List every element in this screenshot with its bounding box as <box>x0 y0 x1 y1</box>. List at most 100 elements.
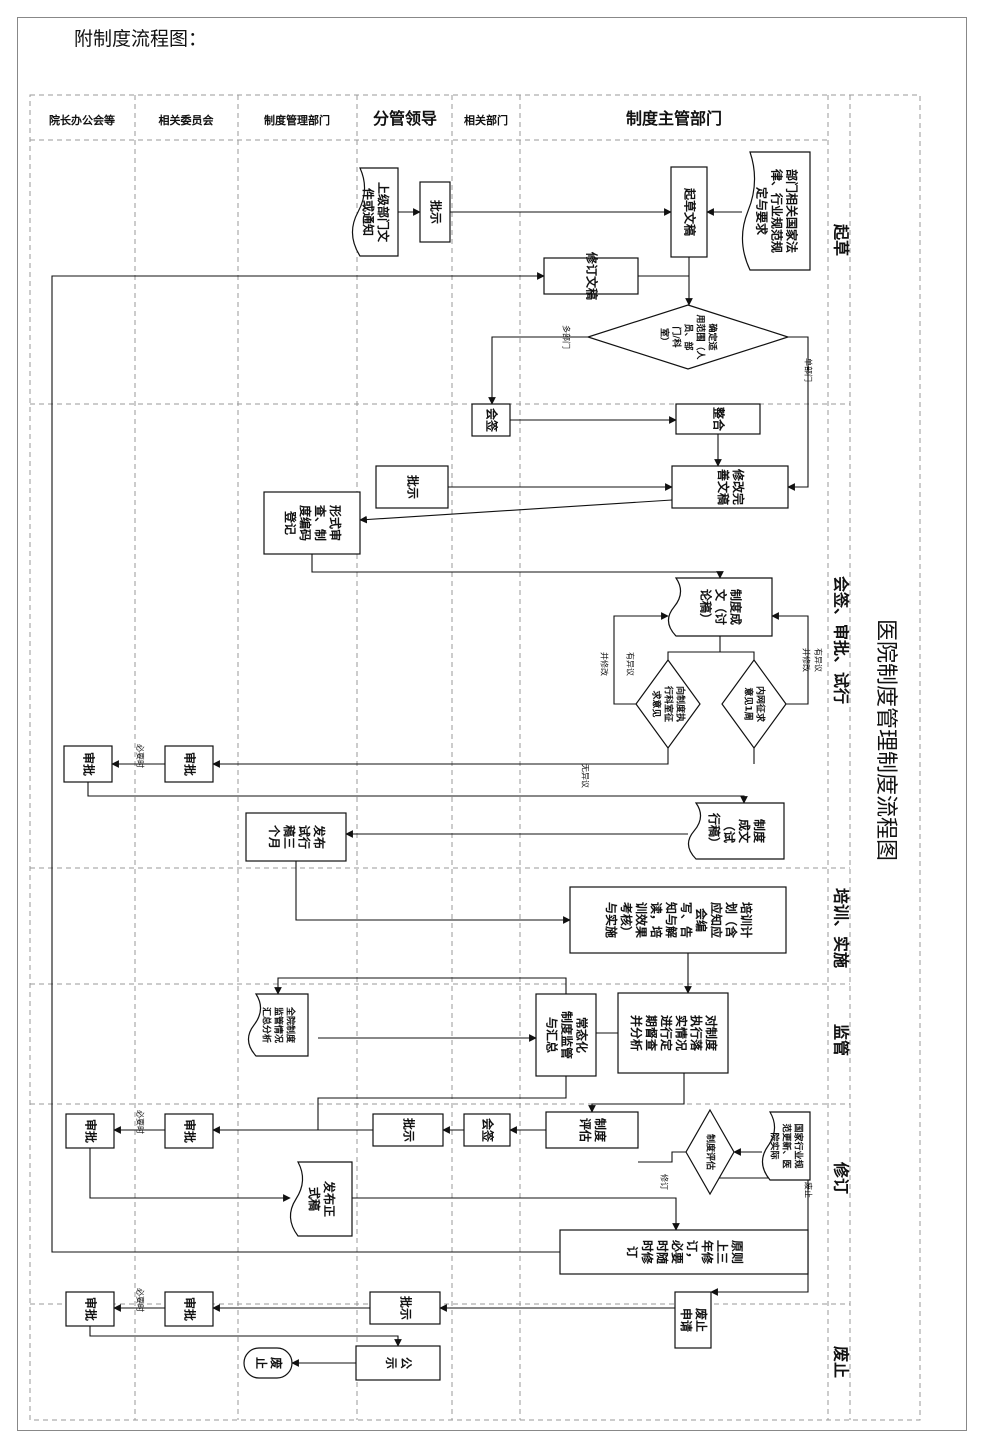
page-caption: 附制度流程图： <box>74 28 208 50</box>
node-text-line: 制度 <box>752 819 767 844</box>
connector <box>787 336 809 491</box>
phase-label-p5: 修订 <box>832 1161 851 1194</box>
node-cosign1: 会签 <box>471 403 511 437</box>
connector-label-when_needed: 必要时 <box>136 744 146 768</box>
connector-label-revise_too: 并修改 <box>802 648 812 672</box>
node-text-line: 示 <box>384 1356 398 1369</box>
node-text-line: 划（含 <box>724 902 739 939</box>
node-shape <box>375 465 449 509</box>
connector-label-when_needed: 必要时 <box>136 1288 146 1312</box>
lane-header-l1: 院长办公会等 <box>49 113 115 127</box>
node-integrate: 整合 <box>675 403 761 435</box>
connector <box>719 636 755 660</box>
outer-border <box>29 94 921 1421</box>
node-text-line: 监管情况 <box>273 1007 285 1043</box>
lane-headers: 院长办公会等相关委员会制度管理部门分管领导相关部门制度主管部门 <box>49 109 722 128</box>
node-text-line: 试行 <box>297 825 312 849</box>
node-text-line: 律、行业规范规 <box>770 169 785 253</box>
node-text-line: 废止 <box>694 1308 709 1332</box>
lane-header-l6: 制度主管部门 <box>626 109 722 128</box>
node-shape <box>263 491 361 555</box>
node-text-line: 成文 <box>737 819 752 844</box>
node-text-line: 审批 <box>84 1297 99 1321</box>
document-shape <box>247 993 309 1057</box>
decision-shape <box>586 304 790 370</box>
connector <box>87 782 748 804</box>
connector <box>89 1326 402 1347</box>
connector <box>613 612 669 705</box>
page-frame <box>17 17 967 1431</box>
node-text-line: 部门相关国家法 <box>785 169 800 253</box>
node-text-line: 室） <box>659 328 671 346</box>
node-text-line: 发布正 <box>322 1180 337 1217</box>
node-text-line: 登记 <box>283 510 298 535</box>
node-shape <box>65 1113 115 1149</box>
node-review1: 审批 <box>63 745 113 783</box>
phase-label-p3: 培训、实施 <box>832 888 851 968</box>
node-approve3: 批示 <box>372 1113 444 1147</box>
node-text-line: 汇总分析 <box>261 1007 273 1043</box>
node-text-line: 行稿） <box>707 812 722 849</box>
node-text-line: 善文稿 <box>716 469 731 505</box>
node-text-line: 审批 <box>183 752 198 776</box>
flow-connectors <box>51 208 809 1367</box>
node-shape <box>670 166 708 258</box>
node-text-line: 止 <box>254 1357 269 1369</box>
node-text-line: 修改完 <box>731 468 746 505</box>
node-text-line: 对制度 <box>704 1015 719 1052</box>
decision-shape <box>721 658 787 750</box>
node-text-line: 件或通知 <box>361 188 376 236</box>
node-text-line: 知与解 <box>664 901 679 938</box>
phase-label-p2: 会签、审批、试行 <box>832 576 851 704</box>
node-text-line: 培训计 <box>739 902 754 938</box>
connector <box>311 554 724 579</box>
connector <box>638 1151 686 1163</box>
connector-label-no_objection: 无异议 <box>581 764 590 788</box>
node-shape <box>559 1229 809 1275</box>
flow-nodes: 部门相关国家法律、行业规范规定与要求起草文稿上级部门文件或通知批示修订文稿确定适… <box>63 151 811 1381</box>
node-text-line: 批示 <box>402 1118 417 1142</box>
node-shape <box>675 403 761 435</box>
node-text-line: 执行落 <box>689 1015 704 1052</box>
node-text-line: 订 <box>625 1246 640 1258</box>
node-shape <box>63 745 113 783</box>
node-text-line: 审批 <box>82 752 97 776</box>
node-shape <box>419 181 451 243</box>
node-text-line: 制度 <box>593 1118 608 1143</box>
document-shape <box>741 151 811 271</box>
node-text-line: 行科室征 <box>663 685 675 722</box>
connector <box>212 748 669 768</box>
lane-header-l3: 制度管理部门 <box>264 113 330 127</box>
node-text-line: 应知应 <box>709 902 724 938</box>
connector <box>89 1148 291 1202</box>
node-shape <box>164 745 214 783</box>
node-shape <box>355 1345 441 1381</box>
node-evalrevise: 制度评估 <box>685 1108 735 1196</box>
node-publicize: 公示 <box>355 1345 441 1381</box>
node-shape <box>617 992 729 1074</box>
node-text-line: 并分析 <box>629 1015 644 1051</box>
node-review6: 审批 <box>65 1291 115 1327</box>
node-text-line: 确定适 <box>707 323 719 350</box>
node-shape <box>463 1113 511 1147</box>
node-text-line: 审批 <box>84 1119 99 1143</box>
node-text-line: 度编码 <box>298 505 313 541</box>
node-text-line: 查、制 <box>313 504 328 541</box>
connector-label-single: 单部门 <box>804 358 814 382</box>
node-shape <box>245 812 347 862</box>
phase-label-p4: 监管 <box>832 1024 851 1056</box>
node-approve1: 批示 <box>419 181 451 243</box>
node-text-line: 形式审 <box>328 505 343 541</box>
connector <box>295 861 571 924</box>
node-text-line: 修订文稿 <box>585 251 600 300</box>
